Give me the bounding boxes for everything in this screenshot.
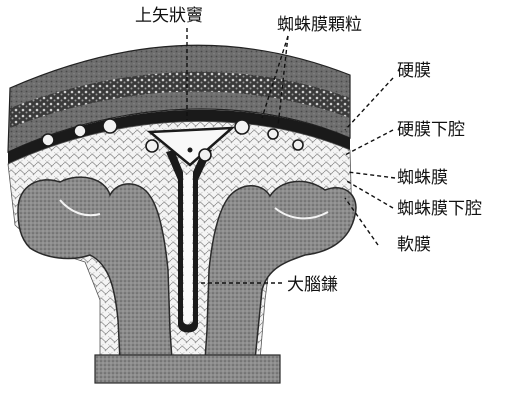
label-superior-sagittal-sinus: 上矢狀竇 bbox=[135, 6, 203, 26]
granulation bbox=[235, 120, 249, 134]
granulation bbox=[74, 125, 86, 137]
label-arachnoid: 蜘蛛膜 bbox=[397, 168, 448, 188]
leader-dura bbox=[345, 78, 393, 130]
granulation bbox=[268, 129, 278, 139]
sinus-dot bbox=[188, 148, 193, 153]
label-arachnoid-granulations: 蜘蛛膜顆粒 bbox=[277, 15, 362, 35]
leader-arachnoid bbox=[348, 172, 395, 178]
label-dura-mater: 硬膜 bbox=[397, 61, 431, 81]
right-brain-hemisphere bbox=[205, 181, 356, 360]
falx-inner bbox=[184, 175, 192, 322]
granulation bbox=[146, 140, 158, 152]
granulation bbox=[42, 134, 54, 146]
label-falx-cerebri: 大腦鎌 bbox=[287, 275, 338, 295]
leader-subdural bbox=[345, 130, 393, 155]
granulation bbox=[103, 119, 117, 133]
label-pia-mater: 軟膜 bbox=[397, 235, 431, 255]
base-block bbox=[95, 355, 280, 383]
granulation bbox=[293, 140, 303, 150]
label-subarachnoid-space: 蜘蛛膜下腔 bbox=[397, 199, 482, 219]
granulation bbox=[199, 149, 211, 161]
label-subdural-space: 硬膜下腔 bbox=[397, 120, 465, 140]
